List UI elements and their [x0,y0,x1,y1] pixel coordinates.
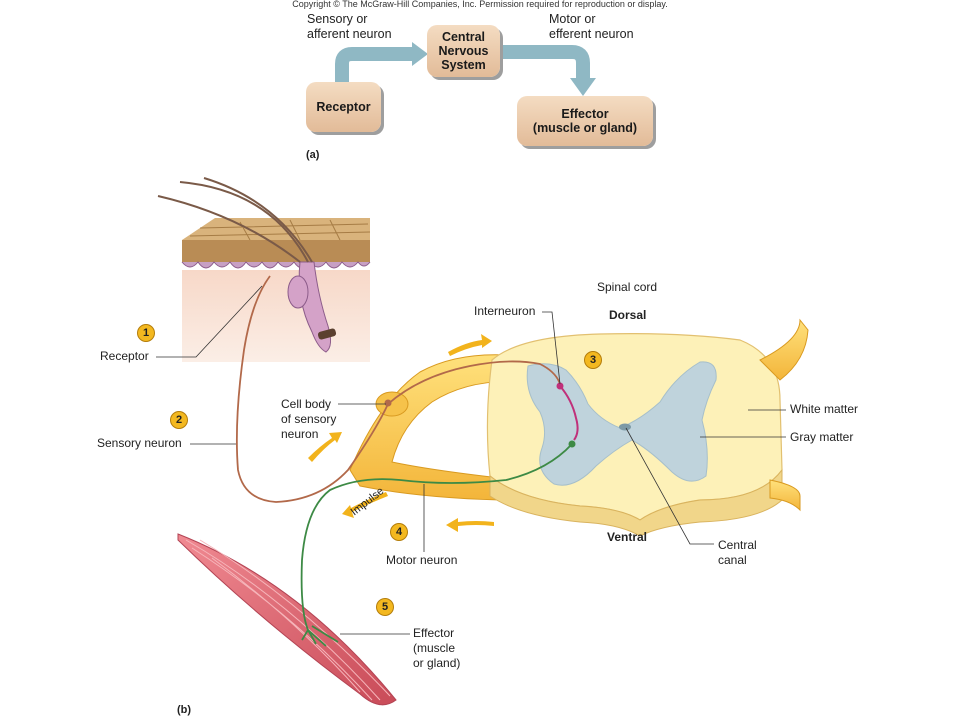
step-5-marker: 5 [376,598,394,616]
cell-body-label: Cell body of sensory neuron [281,397,337,441]
leader-lines [156,285,786,635]
muscle-effector [177,533,397,706]
white-matter-label: White matter [790,402,859,416]
step-4-marker: 4 [390,523,408,541]
central-canal-dot [619,423,631,431]
gray-matter-label: Gray matter [790,430,854,444]
central-canal-label: Central canal [718,538,757,567]
hair-shaft-cut [317,328,337,340]
panel-b-label: (b) [177,704,192,716]
step-1-marker: 1 [137,324,155,342]
leader-central-canal [625,427,714,545]
skin-dermal-papillae [181,261,371,269]
effector-label: Effector (muscle or gland) [413,626,461,670]
muscle-fibers [185,539,391,701]
cns-box: Central Nervous System [427,25,500,77]
motor-neuron-path [300,443,573,647]
sensory-flow-arrowhead [412,42,428,66]
receptor-label: Receptor [100,349,149,363]
effector-box: Effector (muscle or gland) [517,96,653,146]
motor-neuron-label: Motor neuron [386,553,458,567]
step-2-marker: 2 [170,411,188,429]
step-3-marker: 3 [584,351,602,369]
hair-strand-2 [179,181,309,263]
skin-epidermis [182,240,370,262]
sensory-neuron-label: Sensory neuron [97,436,182,450]
panel-a-label: (a) [306,149,320,161]
right-ventral-extension [769,479,801,512]
receptor-box: Receptor [306,82,381,132]
skin-dermis [182,270,370,362]
impulse-arrow-motor-a [342,492,388,518]
sensory-afferent-label: Sensory or afferent neuron [307,12,392,41]
skin-top-surface [182,218,370,240]
spinal-cord [349,318,809,537]
sensory-cell-body [384,399,392,407]
right-nerve-extension [759,318,809,381]
motor-flow-arrowhead [570,78,596,96]
impulse-arrows [308,334,494,532]
motor-efferent-label: Motor or efferent neuron [549,12,634,41]
sebaceous-gland [287,275,309,309]
interneuron-path [559,385,579,441]
impulse-arrow-sensory [308,432,342,462]
motor-flow-arrow [500,45,590,80]
dorsal-label: Dorsal [609,308,647,322]
interneuron-cell-body [556,382,564,390]
skin-section [181,218,371,362]
interneuron-label: Interneuron [474,304,536,318]
motor-cell-body [568,440,576,448]
spinal-cord-label: Spinal cord [597,280,658,294]
leader-receptor [156,285,263,358]
impulse-arrow-motor-b [446,518,494,532]
hair-strand-3 [203,177,313,263]
sensory-neuron-path [235,275,561,503]
impulse-arrow-dorsal [448,334,492,356]
leader-interneuron [542,311,561,385]
sensory-flow-arrow [335,47,414,84]
copyright-notice: Copyright © The McGraw-Hill Companies, I… [292,0,668,9]
ventral-label: Ventral [607,530,648,544]
hair-strand-1 [157,195,301,263]
spinal-nerve-roots [349,354,525,501]
